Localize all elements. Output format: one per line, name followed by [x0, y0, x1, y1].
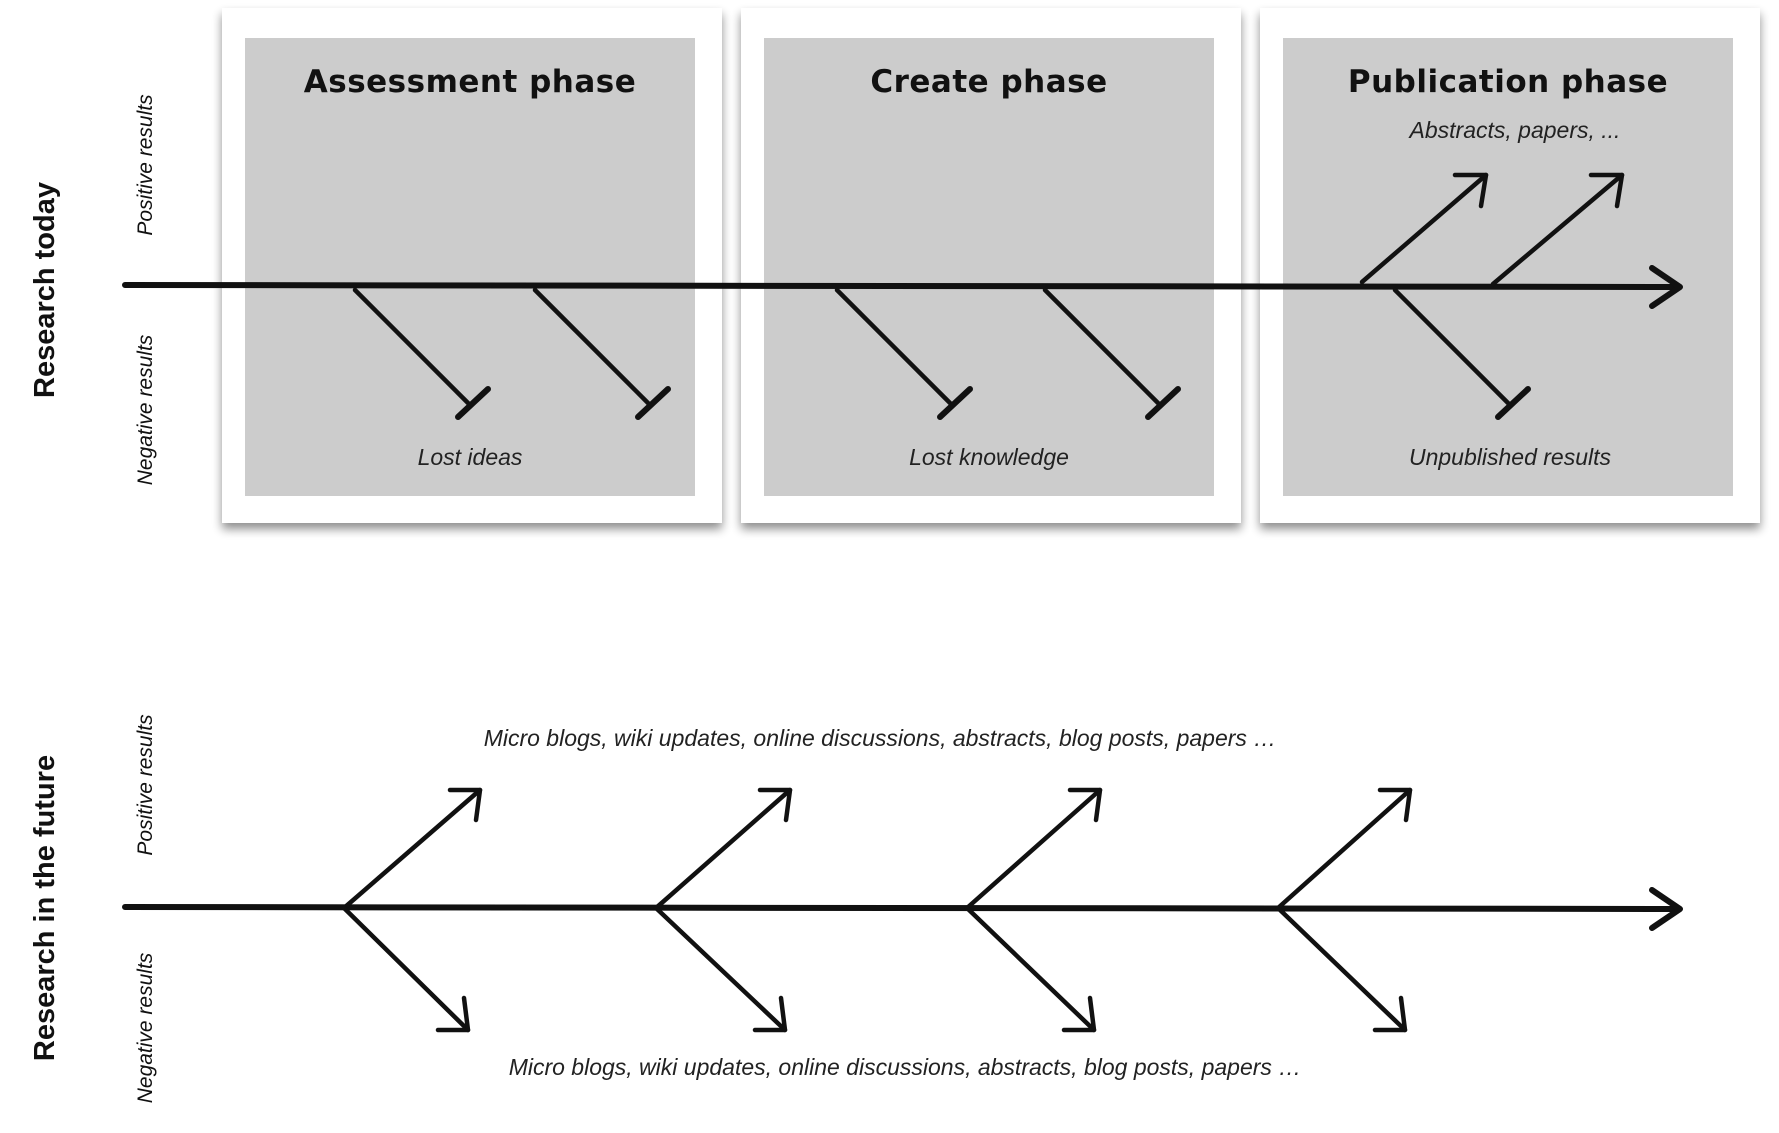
future-top-note: Micro blogs, wiki updates, online discus… — [484, 725, 1277, 751]
dead-end-branch — [532, 287, 671, 420]
future-bottom-note: Micro blogs, wiki updates, online discus… — [509, 1054, 1302, 1080]
timeline-today — [122, 265, 1683, 309]
publication-bottom-note: Unpublished results — [1409, 444, 1612, 470]
timeline-future — [122, 887, 1683, 931]
phase-card-publication — [1260, 8, 1760, 523]
phase-title-create: Create phase — [870, 64, 1107, 100]
side-label-future: Research in the future — [29, 755, 61, 1061]
positive-label-future: Positive results — [134, 714, 157, 856]
dead-end-branch — [352, 287, 491, 420]
negative-label-future: Negative results — [134, 952, 157, 1103]
up-arrow — [1490, 172, 1625, 287]
dead-end-branch — [834, 287, 973, 420]
branch-node — [341, 787, 483, 1033]
phase-card-assessment — [222, 8, 722, 523]
card-panel — [245, 38, 695, 496]
dead-end-branch — [1042, 287, 1181, 420]
card-panel — [1283, 38, 1733, 496]
phase-title-publication: Publication phase — [1348, 64, 1668, 100]
branch-node — [653, 787, 793, 1033]
side-label-today: Research today — [29, 182, 61, 398]
branch-node — [964, 787, 1103, 1033]
negative-label-today: Negative results — [134, 334, 157, 485]
positive-label-today: Positive results — [134, 94, 157, 236]
branch-node — [1275, 787, 1413, 1033]
assessment-bottom-note: Lost ideas — [418, 444, 523, 470]
publication-top-note: Abstracts, papers, ... — [1408, 117, 1621, 143]
dead-end-branch — [1392, 287, 1531, 420]
up-arrow — [1359, 172, 1489, 285]
phase-title-assessment: Assessment phase — [304, 64, 637, 100]
phase-card-create — [741, 8, 1241, 523]
card-panel — [764, 38, 1214, 496]
create-bottom-note: Lost knowledge — [909, 444, 1069, 470]
